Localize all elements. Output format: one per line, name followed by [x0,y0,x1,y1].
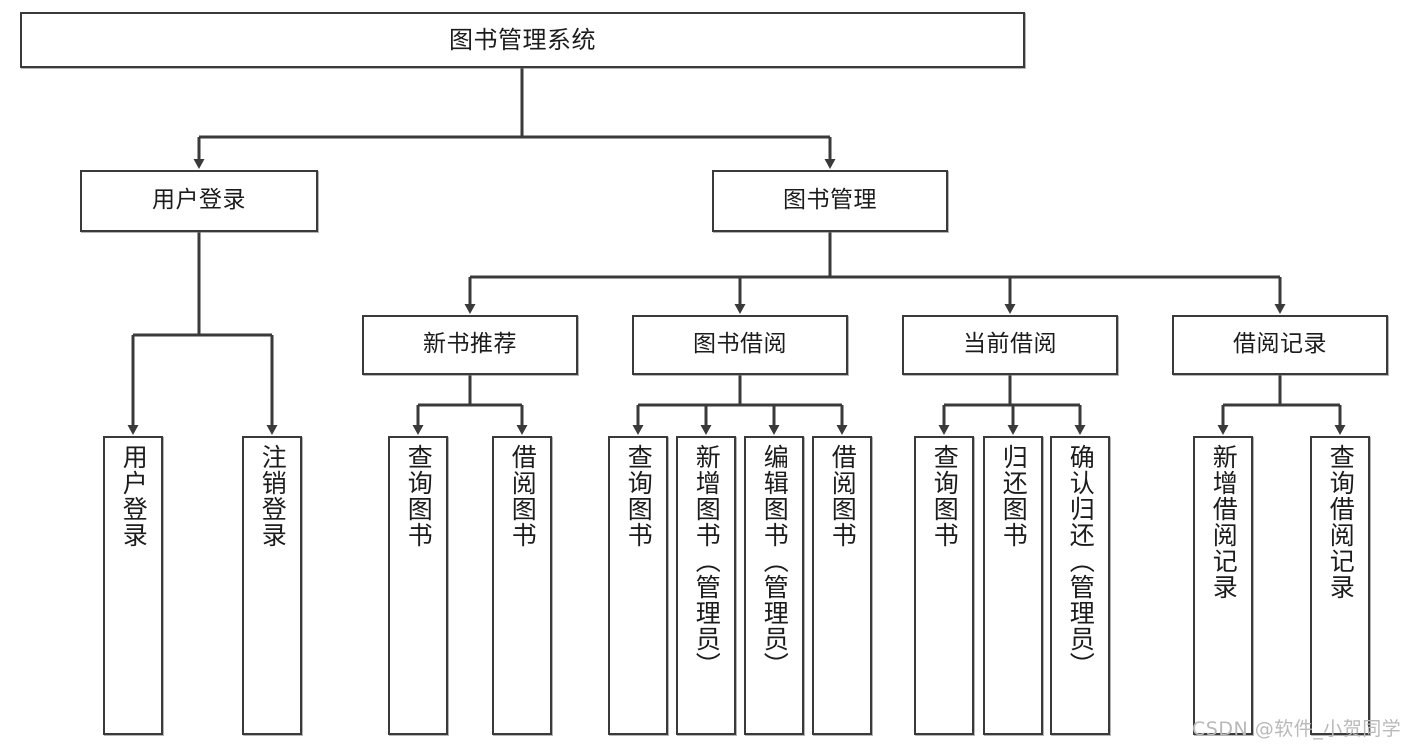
watermark: CSDN @软件_小贺同学 [1192,718,1402,740]
node-book-manage[interactable]: 图书管理 [712,170,948,232]
node-label: 用户登录 [152,187,246,214]
node-root-book-management-system[interactable]: 图书管理系统 [20,12,1025,68]
node-label: 查询借阅记录 [1326,444,1356,600]
node-label: 当前借阅 [963,331,1057,358]
node-label: 注销登录 [258,444,288,548]
node-book-borrow[interactable]: 图书借阅 [632,315,848,375]
node-leaf-query-book-3[interactable]: 查询图书 [914,436,974,735]
node-leaf-borrow-book-2[interactable]: 借阅图书 [812,436,872,735]
node-leaf-add-book[interactable]: 新增图书（管理员） [676,436,736,735]
node-leaf-add-record[interactable]: 新增借阅记录 [1193,436,1253,735]
node-label: 借阅图书 [508,444,538,548]
node-label: 确认归还（管理员） [1066,444,1096,678]
node-leaf-confirm-return[interactable]: 确认归还（管理员） [1050,436,1110,735]
node-label: 新增图书（管理员） [692,444,722,678]
node-label: 新书推荐 [423,331,517,358]
node-label: 查询图书 [404,444,434,548]
node-label: 借阅记录 [1233,331,1327,358]
node-label: 编辑图书（管理员） [760,444,790,678]
node-label: 借阅图书 [828,444,858,548]
node-user-login[interactable]: 用户登录 [80,170,318,232]
node-borrow-record[interactable]: 借阅记录 [1172,315,1388,375]
node-new-book-recommend[interactable]: 新书推荐 [362,315,578,375]
node-leaf-user-logout[interactable]: 注销登录 [242,436,302,735]
node-current-borrow[interactable]: 当前借阅 [902,315,1118,375]
node-label: 查询图书 [624,444,654,548]
node-label: 新增借阅记录 [1209,444,1239,600]
node-leaf-return-book[interactable]: 归还图书 [983,436,1043,735]
node-leaf-query-book-2[interactable]: 查询图书 [608,436,668,735]
node-leaf-edit-book[interactable]: 编辑图书（管理员） [744,436,804,735]
node-label: 归还图书 [999,444,1029,548]
node-leaf-user-login[interactable]: 用户登录 [103,436,163,735]
node-label: 用户登录 [119,444,149,548]
node-leaf-query-record[interactable]: 查询借阅记录 [1310,436,1370,735]
node-leaf-borrow-book-1[interactable]: 借阅图书 [492,436,552,735]
node-leaf-query-book-1[interactable]: 查询图书 [388,436,448,735]
node-label: 图书管理 [783,187,877,214]
node-label: 查询图书 [930,444,960,548]
node-label: 图书借阅 [693,331,787,358]
node-label: 图书管理系统 [449,25,596,54]
